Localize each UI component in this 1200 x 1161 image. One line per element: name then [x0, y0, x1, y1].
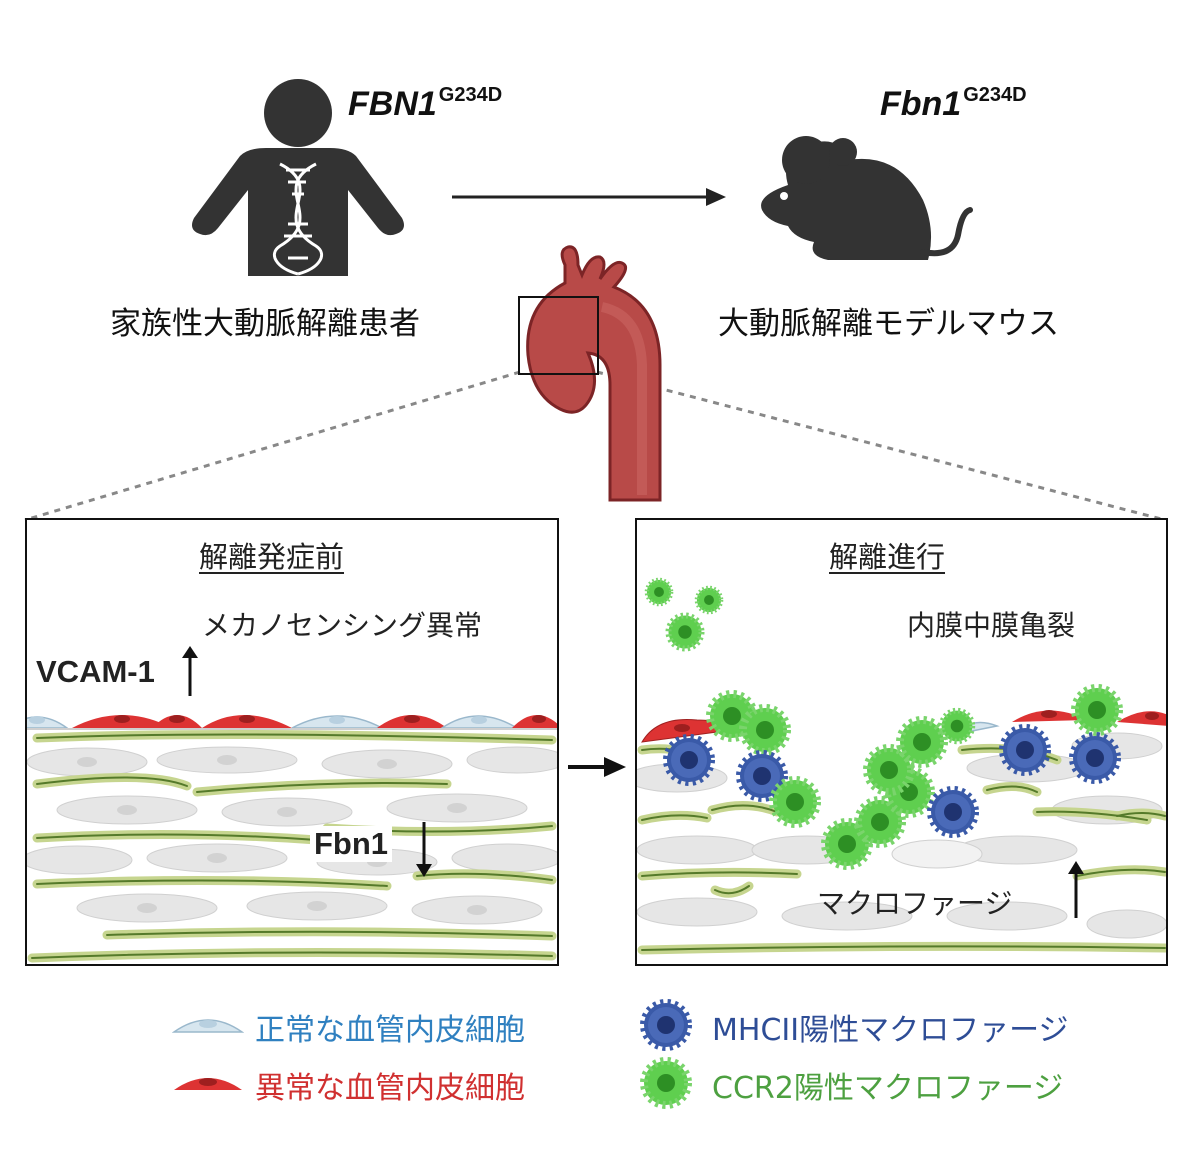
- vessel-wall-tissue: [27, 729, 557, 963]
- smooth-muscle-cell: [946, 901, 1068, 931]
- mhcii-macrophage: [667, 738, 711, 782]
- arrow-down-icon: [416, 822, 432, 877]
- aorta-zoom-box: [518, 296, 599, 375]
- normal-endothelial-cell-icon: [172, 1019, 244, 1033]
- mhcii-macrophage: [1003, 728, 1047, 772]
- dissected-wall-tissue: [637, 710, 1166, 955]
- arrow-right-icon: [452, 188, 726, 206]
- human-label: 家族性大動脈解離患者: [110, 306, 420, 342]
- smooth-muscle-cell: [27, 845, 133, 875]
- left-panel-note: メカノセンシング異常: [202, 609, 483, 642]
- ccr2-macrophage: [669, 616, 702, 649]
- ccr2-macrophage: [697, 588, 721, 612]
- smooth-muscle-cell: [466, 746, 557, 774]
- right-panel-note: 内膜中膜亀裂: [907, 609, 1076, 642]
- smooth-muscle-cell: [637, 897, 758, 927]
- right-panel: 解離進行 内膜中膜亀裂: [635, 518, 1168, 966]
- mhcii-macrophage: [1073, 736, 1117, 780]
- mouse-icon: [761, 136, 973, 260]
- macrophage-label: マクロファージ: [817, 887, 1013, 920]
- mhcii-macrophage: [931, 790, 975, 834]
- smooth-muscle-cell: [891, 839, 983, 869]
- arrow-up-icon: [182, 646, 198, 696]
- ccr2-macrophage: [647, 580, 671, 604]
- smooth-muscle-cell: [451, 843, 557, 873]
- ccr2-macrophage: [743, 708, 787, 752]
- right-panel-title: 解離進行: [829, 540, 946, 574]
- legend-normal-ec: 正常な血管内皮細胞: [255, 1013, 525, 1048]
- smooth-muscle-cell: [1086, 909, 1166, 939]
- aorta-icon: [526, 245, 662, 502]
- smooth-muscle-cell: [781, 901, 913, 931]
- ccr2-macrophage: [773, 780, 817, 824]
- vcam-label: VCAM-1: [36, 654, 155, 689]
- arrow-right-small-icon: [568, 757, 626, 777]
- human-with-dna-icon: [192, 79, 404, 276]
- mouse-gene-name: Fbn1: [880, 85, 962, 123]
- legend-mhcii: MHCII陽性マクロファージ: [712, 1013, 1069, 1048]
- fbn1-label: Fbn1: [310, 826, 393, 862]
- legend-ccr2: CCR2陽性マクロファージ: [712, 1071, 1064, 1106]
- abnormal-endothelial-cell-icon: [174, 1078, 242, 1090]
- endothelium-layer: [27, 715, 557, 730]
- human-gene-name: FBN1: [348, 85, 437, 123]
- ccr2-macrophage: [900, 720, 944, 764]
- zoom-lines: [24, 370, 1166, 522]
- arrow-up-icon: [1068, 861, 1084, 918]
- ccr2-macrophage-icon: [640, 1057, 692, 1109]
- mouse-label: 大動脈解離モデルマウス: [718, 306, 1059, 342]
- left-panel-title: 解離発症前: [199, 540, 345, 574]
- ccr2-macrophage: [942, 711, 973, 742]
- mouse-mutation: G234D: [963, 84, 1027, 106]
- human-mutation: G234D: [438, 84, 503, 106]
- mhcii-macrophage-icon: [640, 999, 692, 1051]
- left-panel: 解離発症前 メカノセンシング異常: [25, 518, 559, 966]
- ccr2-macrophage: [1075, 688, 1119, 732]
- legend-abnormal-ec: 異常な血管内皮細胞: [255, 1071, 525, 1106]
